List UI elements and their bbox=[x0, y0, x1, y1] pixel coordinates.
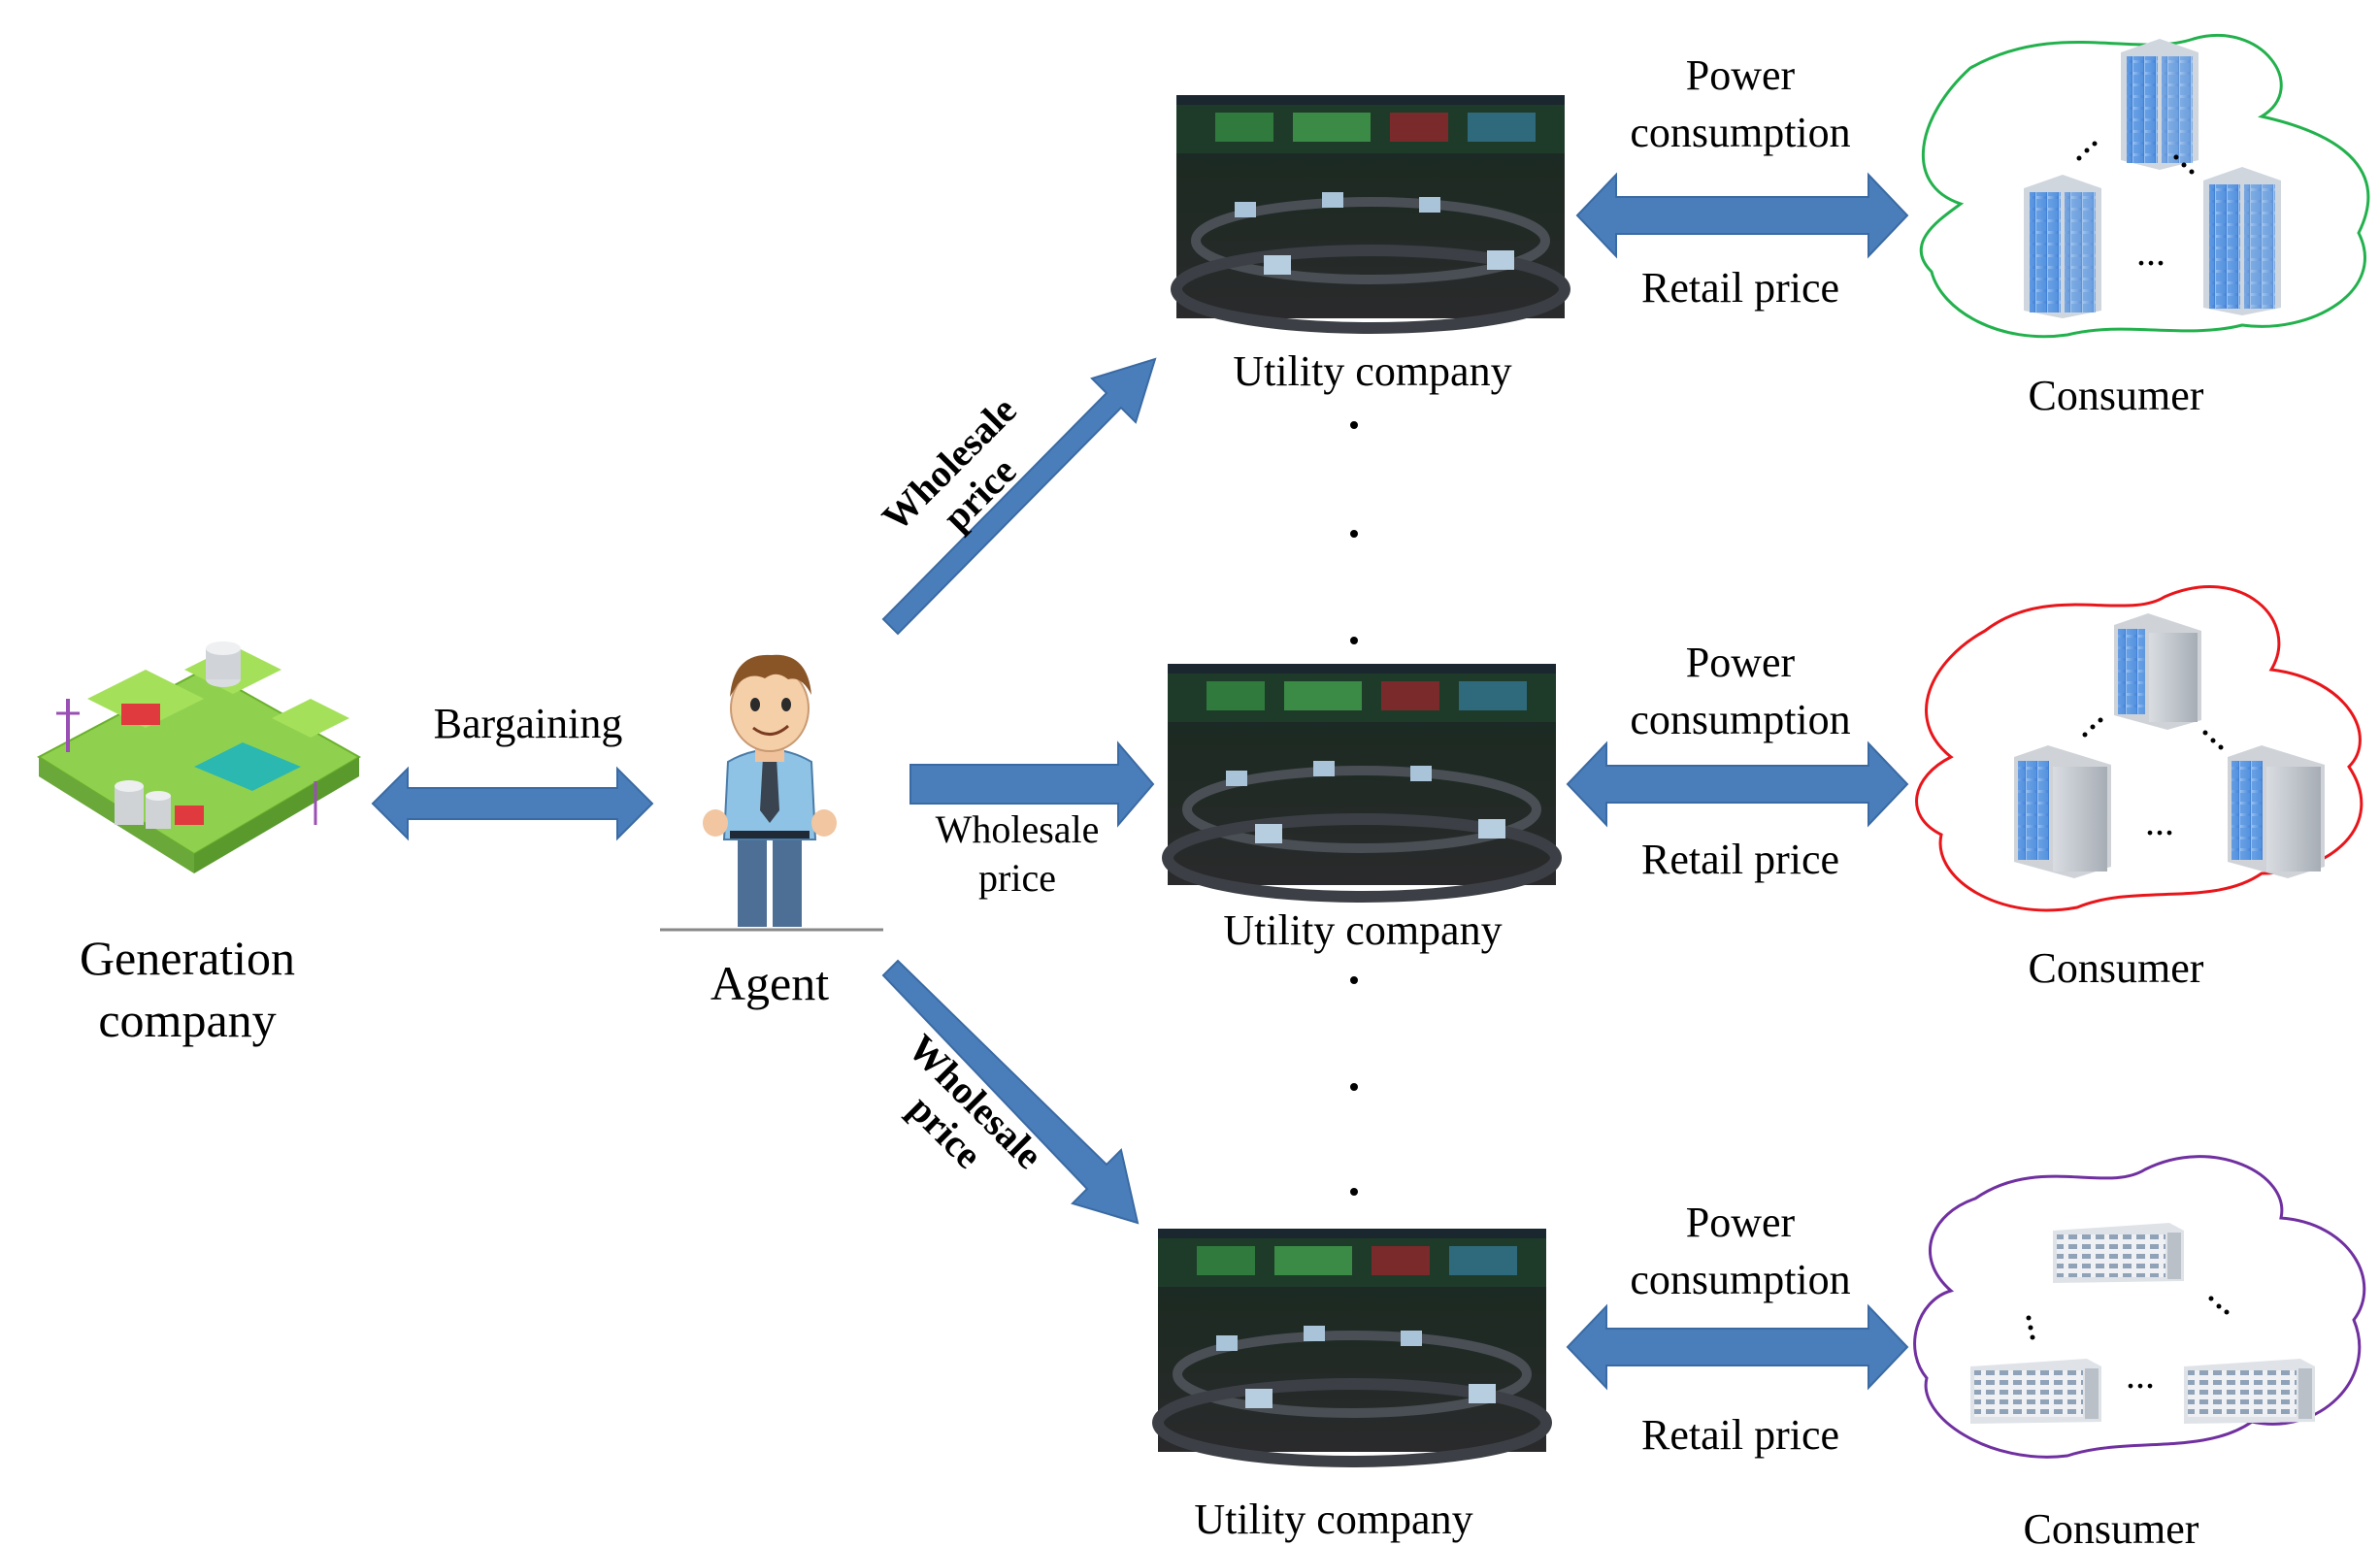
utility-1-label: Utility company bbox=[1233, 347, 1511, 395]
utility-photo-2 bbox=[1162, 664, 1562, 903]
consumer-cloud-3 bbox=[1913, 1155, 2366, 1459]
continuation-dots-upper bbox=[1350, 421, 1358, 644]
consumer-3-label: Consumer bbox=[2024, 1505, 2199, 1546]
bargaining-label: Bargaining bbox=[434, 700, 623, 747]
wholesale-mid-line1: Wholesale bbox=[936, 807, 1100, 851]
utility-2-label: Utility company bbox=[1223, 906, 1502, 954]
office-tower-icon bbox=[2024, 39, 2281, 318]
utility-photo-1 bbox=[1171, 95, 1570, 334]
flow-2-power-line2: consumption bbox=[1630, 696, 1850, 743]
consumer-2-ellipsis: ... bbox=[2145, 800, 2174, 843]
power-plant-icon bbox=[36, 641, 362, 873]
hospital-building-icon bbox=[1970, 1223, 2315, 1424]
utility-3-label: Utility company bbox=[1194, 1496, 1472, 1543]
office-building-icon bbox=[2014, 613, 2325, 878]
generation-label-line1: Generation bbox=[80, 931, 295, 985]
flow-3-power-line1: Power bbox=[1686, 1199, 1796, 1246]
flow-1-power-line1: Power bbox=[1686, 51, 1796, 99]
flow-1-double-arrow bbox=[1575, 172, 1909, 259]
continuation-dots-lower bbox=[1350, 976, 1358, 1196]
businessman-icon bbox=[660, 654, 883, 932]
wholesale-arrow-bottom bbox=[881, 959, 1140, 1225]
consumer-cloud-1 bbox=[1919, 33, 2370, 339]
consumer-3-ellipsis: ... bbox=[2126, 1353, 2155, 1397]
flow-2-retail: Retail price bbox=[1641, 836, 1839, 883]
flow-3-double-arrow bbox=[1566, 1303, 1909, 1391]
generation-label-line2: company bbox=[98, 993, 276, 1047]
utility-photo-3 bbox=[1152, 1229, 1552, 1467]
consumer-1-ellipsis: ... bbox=[2136, 230, 2165, 274]
flow-1-power-line2: consumption bbox=[1630, 109, 1850, 156]
wholesale-mid-line2: price bbox=[978, 856, 1056, 900]
flow-1-retail: Retail price bbox=[1641, 264, 1839, 312]
wholesale-arrow-top bbox=[881, 357, 1157, 636]
flow-3-retail: Retail price bbox=[1641, 1411, 1839, 1459]
agent-label: Agent bbox=[711, 956, 829, 1010]
wholesale-arrow-middle bbox=[909, 740, 1155, 828]
flow-2-power-line1: Power bbox=[1686, 639, 1796, 686]
bargaining-double-arrow bbox=[371, 766, 654, 841]
flow-2-double-arrow bbox=[1566, 740, 1909, 828]
consumer-2-label: Consumer bbox=[2029, 944, 2204, 992]
flow-3-power-line2: consumption bbox=[1630, 1256, 1850, 1303]
consumer-1-label: Consumer bbox=[2029, 372, 2204, 419]
